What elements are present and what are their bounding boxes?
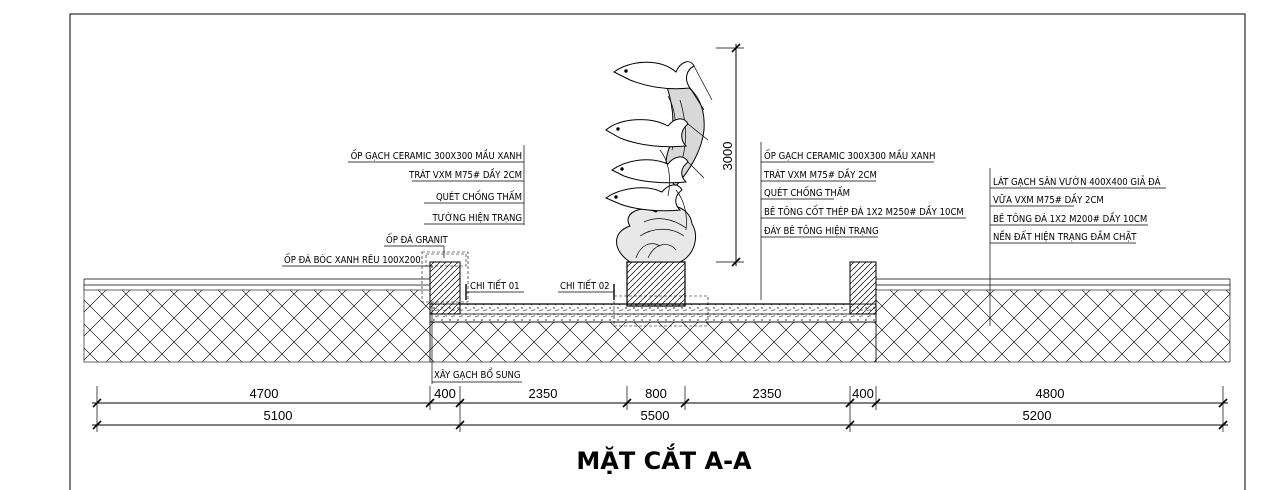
label-plaster-left: TRÁT VXM M75# DẦY 2CM [408,168,522,181]
ground-under-pool [429,321,877,363]
dim-2350-left: 2350 [529,386,558,401]
label-waterproof-left: QUÉT CHỐNG THẤM [436,190,522,203]
ground-left [83,278,431,363]
height-dim-text: 3000 [720,142,735,171]
dolphin-sculpture [604,61,713,263]
dim-5500: 5500 [641,408,670,423]
leader-left: ỐP GẠCH CERAMIC 300X300 MẦU XANH TRÁT VX… [282,145,615,384]
dim-800: 800 [645,386,667,401]
label-base-concrete: ĐÁY BÊ TÔNG HIỆN TRẠNG [764,225,879,237]
label-waterproof-center: QUÉT CHỐNG THẤM [764,186,850,199]
dim-5200: 5200 [1023,408,1052,423]
frame-border [69,13,1246,490]
label-ceramic-left: ỐP GẠCH CERAMIC 300X300 MẦU XANH [351,149,522,162]
sculpture-pedestal [626,261,686,307]
label-wall-existing: TƯỜNG HIỆN TRẠNG [431,212,522,224]
label-stone-cladding: ỐP ĐÁ BÓC XANH RÊU 100X200 [284,253,421,266]
dim-5100: 5100 [264,408,293,423]
dim-4800: 4800 [1036,386,1065,401]
height-dimension: 3000 [716,43,744,267]
label-soil: NỀN ĐẤT HIỆN TRẠNG ĐẦM CHẶT [993,230,1137,243]
label-garden-tile: LÁT GẠCH SÂN VƯỜN 400X400 GIẢ ĐÁ [993,176,1161,188]
label-plaster-center: TRÁT VXM M75# DẦY 2CM [763,168,877,181]
label-rc-concrete: BÊ TÔNG CỐT THÉP ĐÁ 1X2 M250# DẦY 10CM [764,205,964,218]
dim-2350-right: 2350 [753,386,782,401]
label-ceramic-center: ỐP GẠCH CERAMIC 300X300 MẦU XANH [764,149,935,162]
label-additional-brick: XÂY GẠCH BỔ SUNG [434,368,520,381]
dimension-row-2: 5100 5500 5200 [92,408,1228,432]
dim-4700: 4700 [250,386,279,401]
dimension-row-1: 4700 400 2350 800 2350 400 4800 [92,386,1228,410]
leader-right: LÁT GẠCH SÂN VƯỜN 400X400 GIẢ ĐÁ VỮA VXM… [989,168,1166,326]
leader-center: ỐP GẠCH CERAMIC 300X300 MẦU XANH TRÁT VX… [760,142,966,300]
ground-right [875,278,1231,363]
detail-02-label: CHI TIẾT 02 [560,280,610,292]
label-concrete-m200: BÊ TÔNG ĐÁ 1X2 M200# DẦY 10CM [993,212,1147,225]
dim-400-left: 400 [434,386,456,401]
detail-01-label: CHI TIẾT 01 [470,280,520,292]
dim-400-right: 400 [852,386,874,401]
drawing-title: MẶT CẮT A-A [576,442,752,475]
label-mortar: VỮA VXM M75# DẦY 2CM [993,193,1104,206]
label-granite: ỐP ĐÁ GRANIT [386,233,449,246]
